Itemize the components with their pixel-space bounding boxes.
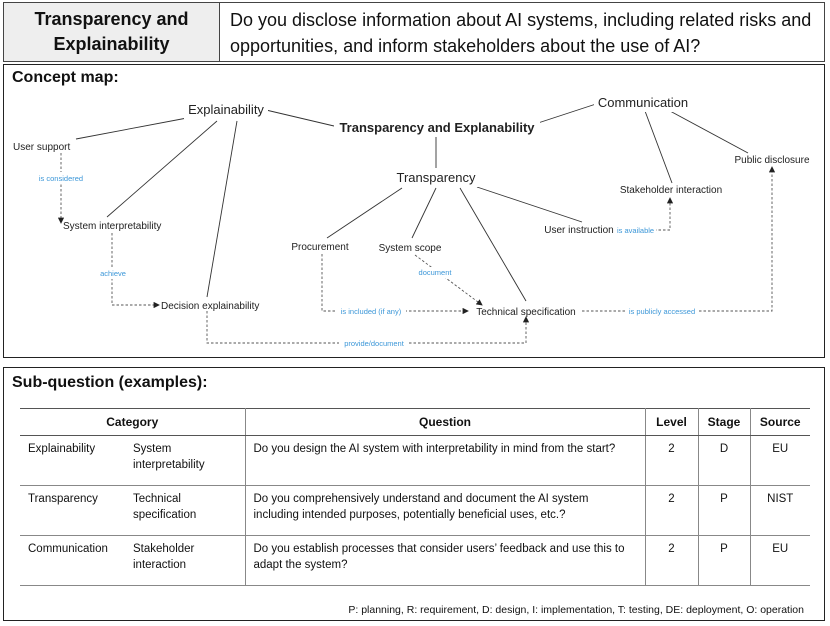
concept-map-title: Concept map: bbox=[12, 69, 119, 86]
cell-category: Transparency bbox=[20, 485, 125, 536]
node-stakeholder-interaction: Stakeholder interaction bbox=[620, 185, 722, 196]
edge-explainability-center bbox=[265, 109, 335, 127]
cell-stage: P bbox=[698, 535, 751, 586]
edge-label-achieve: achieve bbox=[100, 269, 126, 278]
edge-center-communication bbox=[537, 103, 597, 124]
cell-level: 2 bbox=[645, 535, 699, 586]
cell-source: EU bbox=[750, 535, 810, 586]
cell-question: Do you comprehensively understand and do… bbox=[245, 485, 646, 536]
edge-explainability-decision bbox=[206, 120, 238, 298]
edge-scope-techspec bbox=[414, 254, 483, 306]
cell-question: Do you design the AI system with interpr… bbox=[245, 435, 646, 486]
edge-communication-stakeholder bbox=[644, 110, 673, 184]
edge-interpretability-decision bbox=[111, 233, 160, 309]
header-source: Source bbox=[750, 408, 810, 436]
cell-level: 2 bbox=[645, 435, 699, 486]
solid-edges bbox=[75, 103, 749, 302]
table-row: Transparency Technical specification Do … bbox=[20, 485, 810, 536]
cell-subcategory: Stakeholder interaction bbox=[125, 535, 246, 586]
edge-transparency-instruction bbox=[476, 186, 583, 223]
subquestion-table: Category Question Level Stage Source Exp… bbox=[20, 408, 810, 586]
node-system-interpretability: System interpretability bbox=[63, 221, 161, 232]
edge-label-provide-document: provide/document bbox=[344, 339, 405, 348]
edge-transparency-procurement bbox=[326, 187, 403, 239]
cell-stage: D bbox=[698, 435, 751, 486]
cell-stage: P bbox=[698, 485, 751, 536]
section-question: Do you disclose information about AI sys… bbox=[230, 10, 812, 56]
node-explainability: Explainability bbox=[188, 102, 264, 117]
node-system-scope: System scope bbox=[379, 243, 442, 254]
node-public-disclosure: Public disclosure bbox=[734, 155, 809, 166]
node-procurement: Procurement bbox=[291, 242, 348, 253]
header-stage: Stage bbox=[698, 408, 751, 436]
edge-label-is-publicly-accessed: is publicly accessed bbox=[629, 307, 695, 316]
edge-communication-public bbox=[669, 110, 749, 154]
cell-source: NIST bbox=[750, 485, 810, 536]
cell-category: Communication bbox=[20, 535, 125, 586]
node-center: Transparency and Explanability bbox=[339, 120, 535, 135]
edge-transparency-techspec bbox=[459, 187, 527, 302]
node-technical-specification: Technical specification bbox=[476, 307, 576, 318]
edge-explainability-interpretability bbox=[106, 120, 218, 218]
edge-label-is-considered: is considered bbox=[39, 174, 83, 183]
cell-question: Do you establish processes that consider… bbox=[245, 535, 646, 586]
edge-label-group: is considered achieve document is includ… bbox=[34, 172, 698, 349]
node-decision-explainability: Decision explainability bbox=[161, 301, 259, 312]
edge-instruction-stakeholder bbox=[618, 197, 674, 231]
header-level: Level bbox=[645, 408, 699, 436]
node-group: Explainability Transparency and Explanab… bbox=[13, 94, 810, 318]
header-category: Category bbox=[20, 408, 246, 436]
subquestion-title: Sub-question (examples): bbox=[12, 374, 208, 391]
node-user-instruction: User instruction bbox=[544, 225, 613, 236]
cell-subcategory: System interpretability bbox=[125, 435, 246, 486]
cell-category: Explainability bbox=[20, 435, 125, 486]
edge-procurement-techspec bbox=[321, 254, 469, 315]
node-communication: Communication bbox=[598, 95, 688, 110]
header-bar: Transparency and Explainability Do you d… bbox=[3, 2, 825, 62]
stage-legend-footnote: P: planning, R: requirement, D: design, … bbox=[348, 604, 804, 616]
header-question: Question bbox=[245, 408, 646, 436]
edge-label-is-available: is available bbox=[617, 226, 654, 235]
table-header-row: Category Question Level Stage Source bbox=[20, 408, 810, 436]
cell-subcategory: Technical specification bbox=[125, 485, 246, 536]
edge-label-is-included: is included (if any) bbox=[341, 307, 402, 316]
cell-source: EU bbox=[750, 435, 810, 486]
edge-label-document: document bbox=[419, 268, 453, 277]
concept-map-diagram: is considered achieve document is includ… bbox=[13, 94, 810, 349]
node-transparency: Transparency bbox=[397, 170, 476, 185]
cell-level: 2 bbox=[645, 485, 699, 536]
table-row: Explainability System interpretability D… bbox=[20, 435, 810, 486]
concept-map-panel: is considered achieve document is includ… bbox=[3, 64, 825, 358]
section-title: Transparency and Explainability bbox=[4, 3, 220, 61]
subquestion-panel: Sub-question (examples): Category Questi… bbox=[3, 367, 825, 621]
table-row: Communication Stakeholder interaction Do… bbox=[20, 535, 810, 586]
node-user-support: User support bbox=[13, 142, 70, 153]
edge-explainability-usersupport bbox=[75, 117, 188, 140]
edge-transparency-scope bbox=[411, 187, 437, 239]
